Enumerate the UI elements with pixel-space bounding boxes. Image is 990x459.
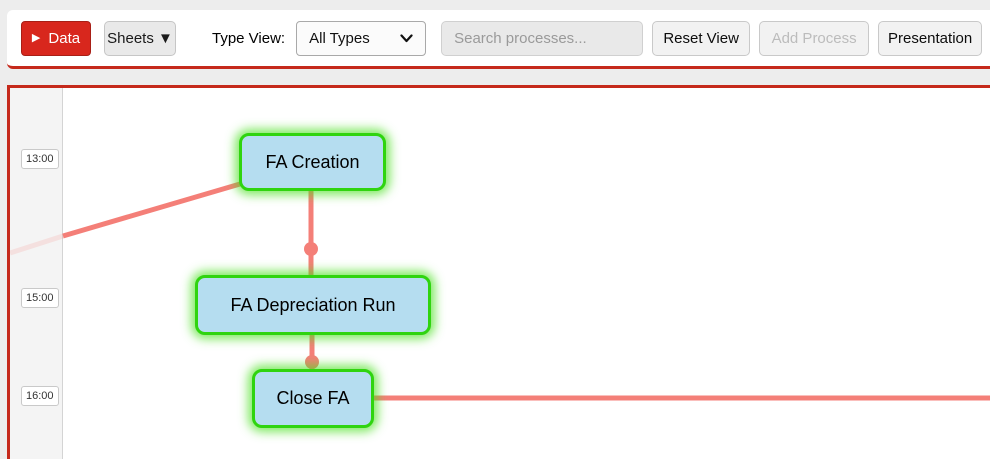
search-input[interactable]	[441, 20, 644, 56]
process-node-close-fa[interactable]: Close FA	[252, 369, 374, 428]
type-view-select[interactable]: All Types	[296, 20, 427, 56]
chevron-down-icon	[400, 30, 413, 47]
process-node-fa-depreciation-run[interactable]: FA Depreciation Run	[195, 275, 431, 335]
connector-dot	[304, 242, 318, 256]
reset-view-button[interactable]: Reset View	[652, 20, 751, 56]
time-label: 13:00	[21, 149, 59, 170]
time-axis: 13:00 15:00 16:00	[10, 88, 63, 459]
play-icon: ▶	[31, 31, 41, 44]
type-view-selected-value: All Types	[309, 29, 370, 47]
toolbar: ▶ Data Sheets ▼ Type View: All Types Res…	[7, 10, 990, 69]
type-view-label: Type View:	[212, 29, 286, 47]
data-button-label: Data	[48, 29, 81, 47]
process-canvas[interactable]: 13:00 15:00 16:00 FA Creation FA Depreciati…	[7, 85, 990, 459]
edges-layer	[10, 181, 990, 401]
time-label: 15:00	[21, 288, 59, 309]
edge-line	[10, 233, 64, 256]
data-button[interactable]: ▶ Data	[21, 20, 91, 56]
connector-dot	[305, 355, 319, 369]
sheets-button[interactable]: Sheets ▼	[104, 20, 176, 56]
presentation-button[interactable]: Presentation	[878, 20, 983, 56]
process-node-fa-creation[interactable]: FA Creation	[239, 133, 386, 191]
add-process-button[interactable]: Add Process	[759, 20, 870, 56]
time-label: 16:00	[21, 386, 59, 407]
edge-line	[62, 181, 241, 239]
